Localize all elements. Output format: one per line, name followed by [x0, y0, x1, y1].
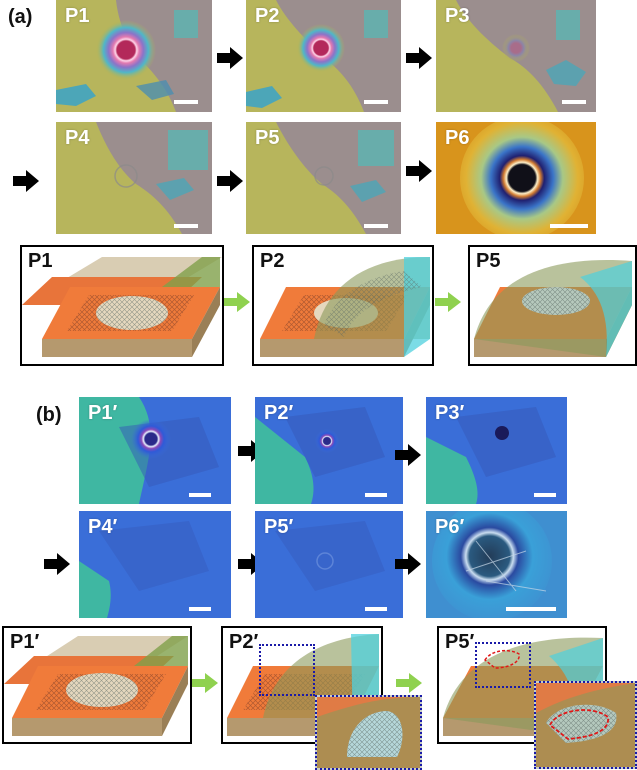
inset-zoom-b-p2-image — [317, 697, 420, 768]
schematic-a-p2-image — [260, 257, 430, 357]
inset-zoom-b-p5 — [534, 681, 637, 769]
scale-bar — [174, 100, 198, 104]
micrograph-a-p2-image — [246, 0, 401, 112]
scale-bar — [534, 493, 556, 497]
tag-b-p1: P1′ — [88, 402, 118, 424]
arrow-right-icon — [192, 673, 218, 693]
scale-bar — [189, 607, 211, 611]
part-a-label: (a) — [8, 6, 33, 28]
tag-b-p2: P2′ — [264, 402, 294, 424]
scale-bar — [562, 100, 586, 104]
micrograph-a-p2: P2 — [246, 0, 401, 112]
micrograph-b-p6: P6′ — [426, 511, 567, 618]
micrograph-b-p1-image — [79, 397, 231, 504]
tag-schematic-a-p2: P2 — [260, 250, 285, 272]
micrograph-b-p1: P1′ — [79, 397, 231, 504]
tag-a-p1: P1 — [65, 5, 90, 27]
schematic-b-p1: P1′ — [2, 626, 192, 744]
tag-schematic-b-p1: P1′ — [10, 631, 40, 653]
schematic-a-p5: P5 — [468, 245, 637, 366]
scale-bar — [365, 607, 387, 611]
arrow-right-icon — [44, 553, 70, 575]
micrograph-a-p3-image — [436, 0, 596, 112]
scale-bar — [174, 224, 198, 228]
micrograph-b-p2-image — [255, 397, 403, 504]
part-b-label: (b) — [36, 404, 62, 426]
arrow-right-icon — [406, 160, 432, 182]
tag-b-p5: P5′ — [264, 516, 294, 538]
micrograph-a-p5: P5 — [246, 122, 401, 234]
micrograph-b-p3: P3′ — [426, 397, 567, 504]
arrow-right-icon — [224, 292, 250, 312]
scale-bar — [364, 100, 388, 104]
micrograph-b-p5: P5′ — [255, 511, 403, 618]
micrograph-a-p4: P4 — [56, 122, 212, 234]
micrograph-a-p6-image — [436, 122, 596, 234]
micrograph-b-p2: P2′ — [255, 397, 403, 504]
tag-a-p4: P4 — [65, 127, 90, 149]
micrograph-a-p3: P3 — [436, 0, 596, 112]
scale-bar — [365, 493, 387, 497]
schematic-a-p1-image — [22, 257, 222, 357]
inset-zoom-region — [259, 644, 315, 696]
arrow-right-icon — [406, 47, 432, 69]
arrow-right-icon — [13, 170, 39, 192]
tag-schematic-a-p5: P5 — [476, 250, 501, 272]
scale-bar — [506, 607, 556, 611]
micrograph-b-p4-image — [79, 511, 231, 618]
tag-b-p4: P4′ — [88, 516, 118, 538]
micrograph-b-p3-image — [426, 397, 567, 504]
tag-a-p5: P5 — [255, 127, 280, 149]
inset-zoom-b-p5-image — [536, 683, 635, 767]
arrow-right-icon — [217, 47, 243, 69]
schematic-a-p1: P1 — [20, 245, 224, 366]
tag-schematic-b-p2: P2′ — [229, 631, 259, 653]
tag-a-p6: P6 — [445, 127, 470, 149]
inset-zoom-b-p2 — [315, 695, 422, 770]
micrograph-a-p1-image — [56, 0, 212, 112]
micrograph-a-p4-image — [56, 122, 212, 234]
micrograph-b-p5-image — [255, 511, 403, 618]
micrograph-b-p4: P4′ — [79, 511, 231, 618]
schematic-a-p2: P2 — [252, 245, 434, 366]
micrograph-a-p5-image — [246, 122, 401, 234]
micrograph-b-p6-image — [426, 511, 567, 618]
scale-bar — [550, 224, 588, 228]
tag-b-p3: P3′ — [435, 402, 465, 424]
arrow-right-icon — [396, 673, 422, 693]
tag-schematic-b-p5: P5′ — [445, 631, 475, 653]
tag-a-p2: P2 — [255, 5, 280, 27]
micrograph-a-p6: P6 — [436, 122, 596, 234]
schematic-a-p5-image — [474, 260, 632, 357]
tag-a-p3: P3 — [445, 5, 470, 27]
arrow-right-icon — [395, 553, 421, 575]
schematic-b-p1-image — [4, 636, 188, 736]
arrow-right-icon — [435, 292, 461, 312]
scale-bar — [364, 224, 388, 228]
tag-b-p6: P6′ — [435, 516, 465, 538]
arrow-right-icon — [395, 444, 421, 466]
scale-bar — [189, 493, 211, 497]
arrow-right-icon — [217, 170, 243, 192]
micrograph-a-p1: P1 — [56, 0, 212, 112]
inset-zoom-region — [475, 642, 531, 688]
tag-schematic-a-p1: P1 — [28, 250, 53, 272]
